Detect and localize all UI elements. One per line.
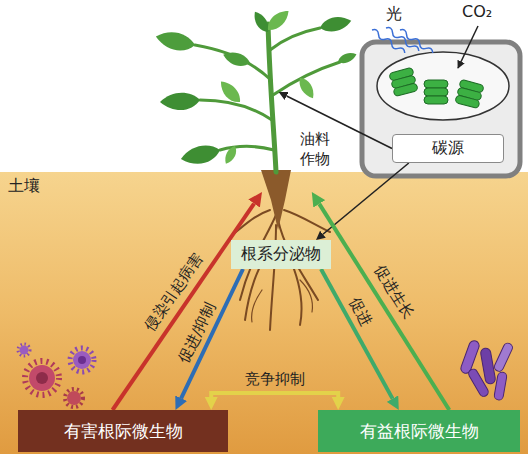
beneficial-microbes xyxy=(459,339,513,400)
crop-label-region: 油料作物 xyxy=(262,92,345,192)
soil-ground xyxy=(0,172,528,454)
edge-label: 竞争抑制 xyxy=(245,371,305,388)
co2-arrow xyxy=(458,26,478,68)
chloroplast xyxy=(389,67,484,108)
connector-arrow xyxy=(113,204,255,410)
node-text: 油料作物 xyxy=(300,130,333,169)
node-text: 根系分泌物 xyxy=(241,244,321,265)
beneficial-microbe-box: 有益根际微生物 xyxy=(318,410,520,452)
connector-arrow xyxy=(211,393,338,397)
edge-label: 促进生长 xyxy=(371,263,417,323)
root-system xyxy=(232,210,330,330)
leaf-cell xyxy=(362,26,520,176)
node-text: 有害根际微生物 xyxy=(64,420,183,443)
co2-label: CO₂ xyxy=(462,2,492,21)
plant-trunk xyxy=(261,170,291,230)
harmful-microbe-box: 有害根际微生物 xyxy=(18,410,228,452)
carbon-source-box: 碳源 xyxy=(392,134,504,163)
harmful-microbes xyxy=(18,344,94,407)
node-text: 碳源 xyxy=(432,138,464,159)
soil-label: 土壤 xyxy=(8,176,40,197)
node-text: 有益根际微生物 xyxy=(360,420,479,443)
light-wave xyxy=(371,26,435,55)
root-exudate-box: 根系分泌物 xyxy=(231,240,331,269)
connector-arrow xyxy=(323,163,409,234)
edge-label: 促进 xyxy=(346,294,375,328)
light-label: 光 xyxy=(386,4,402,25)
connector-arrow xyxy=(319,204,449,410)
edge-label: 促进/抑制 xyxy=(175,301,218,367)
